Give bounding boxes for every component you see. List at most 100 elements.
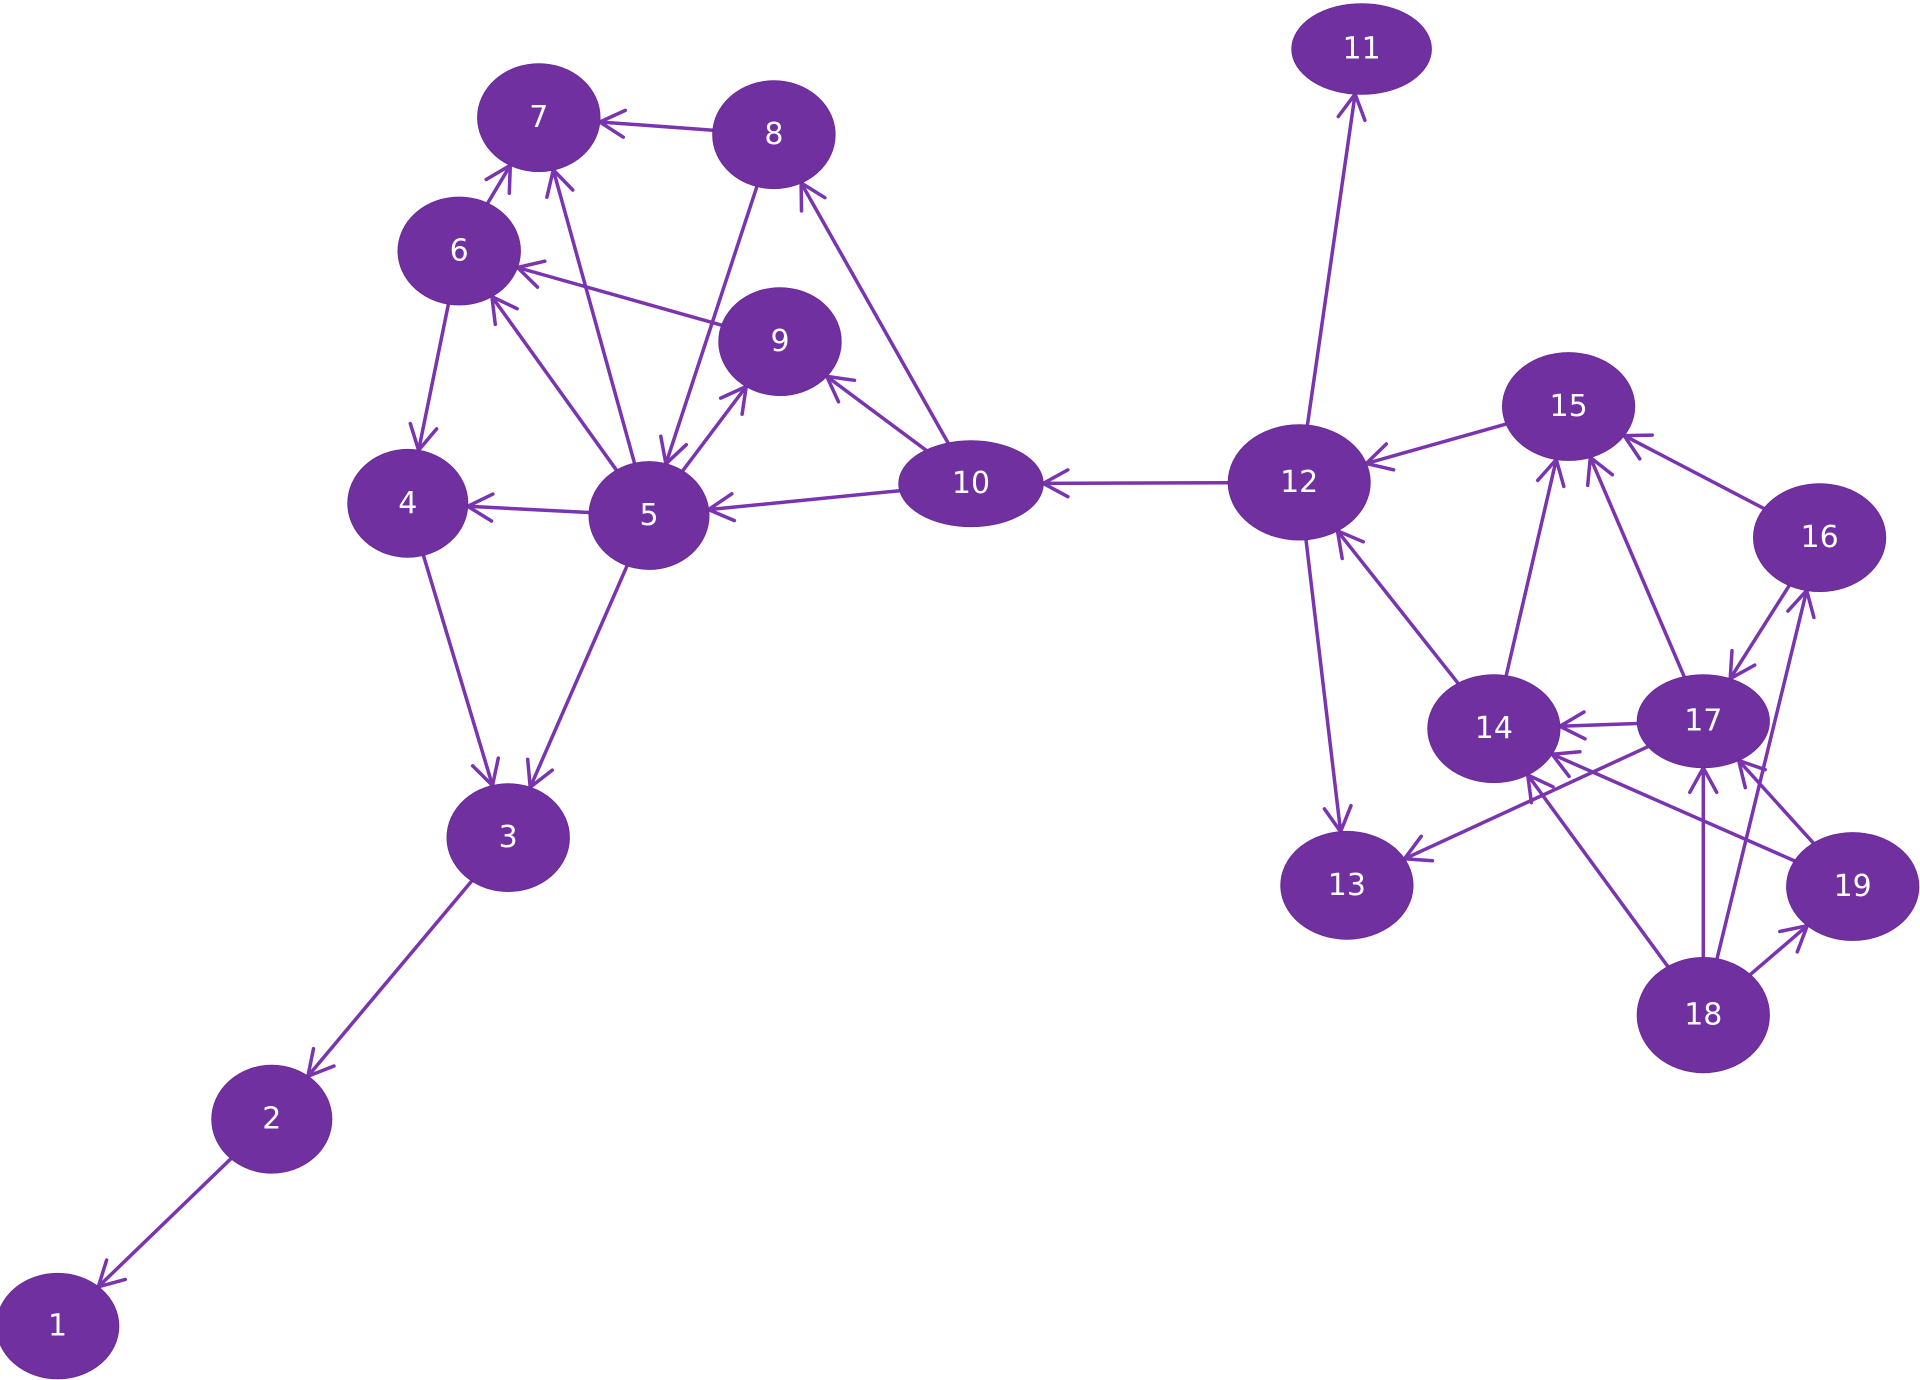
edge-6-to-7: [484, 163, 513, 206]
edge-line: [551, 168, 637, 465]
edge-line: [1525, 773, 1670, 969]
node-ellipse: [1636, 674, 1770, 769]
edge-12-to-13: [1304, 537, 1353, 834]
edge-line: [515, 265, 724, 327]
edge-line: [1402, 744, 1650, 861]
edge-10-to-9: [825, 374, 928, 452]
edge-line: [421, 553, 495, 788]
node-ellipse: [397, 196, 521, 306]
edge-line: [96, 1156, 233, 1289]
node-14: 14: [1427, 674, 1561, 783]
edges-layer: [96, 92, 1816, 1289]
edge-line: [1364, 422, 1508, 466]
node-13: 13: [1280, 830, 1414, 940]
edge-line: [1748, 923, 1809, 977]
node-ellipse: [446, 783, 570, 892]
edge-18-to-17: [1688, 766, 1719, 960]
node-2: 2: [211, 1064, 333, 1174]
edge-line: [416, 302, 451, 453]
edge-14-to-12: [1335, 529, 1460, 686]
edge-line: [465, 504, 591, 515]
node-label: 2: [262, 1102, 281, 1137]
edge-15-to-12: [1364, 422, 1508, 472]
node-label: 3: [499, 820, 518, 855]
edge-line: [1550, 752, 1797, 863]
node-ellipse: [1280, 830, 1414, 940]
node-15: 15: [1502, 352, 1636, 461]
node-ellipse: [1636, 957, 1770, 1074]
node-ellipse: [1291, 3, 1432, 95]
node-1: 1: [0, 1272, 120, 1380]
node-label: 15: [1550, 389, 1588, 424]
edge-line: [1588, 455, 1686, 679]
node-8: 8: [712, 80, 836, 190]
node-6: 6: [397, 196, 521, 306]
node-ellipse: [1427, 674, 1561, 783]
node-label: 8: [764, 117, 783, 152]
node-label: 1: [48, 1309, 67, 1344]
node-label: 6: [450, 234, 469, 269]
edge-3-to-2: [306, 879, 474, 1078]
edge-17-to-15: [1585, 455, 1686, 679]
node-ellipse: [0, 1272, 120, 1380]
node-label: 9: [770, 324, 789, 359]
edge-16-to-17: [1728, 583, 1792, 681]
node-ellipse: [347, 448, 469, 558]
node-19: 19: [1786, 832, 1920, 941]
node-18: 18: [1636, 957, 1770, 1074]
node-ellipse: [1753, 483, 1887, 592]
edge-line: [1305, 92, 1357, 428]
edge-line: [598, 120, 715, 132]
node-7: 7: [477, 63, 601, 172]
node-ellipse: [1227, 424, 1371, 541]
node-label: 17: [1684, 704, 1722, 739]
edge-6-to-4: [408, 302, 451, 453]
node-label: 4: [398, 486, 417, 521]
edge-18-to-19: [1748, 923, 1809, 977]
node-label: 13: [1328, 868, 1366, 903]
edge-line: [1558, 721, 1639, 729]
edge-14-to-15: [1504, 457, 1566, 678]
edge-18-to-14: [1525, 773, 1670, 969]
edge-line: [1736, 758, 1816, 845]
node-11: 11: [1291, 3, 1432, 95]
edge-5-to-7: [545, 168, 637, 465]
edge-line: [664, 184, 759, 466]
edge-line: [706, 488, 902, 512]
node-label: 18: [1684, 998, 1722, 1033]
node-label: 19: [1834, 869, 1872, 904]
node-ellipse: [588, 461, 710, 570]
edge-4-to-3: [421, 553, 501, 788]
node-label: 16: [1801, 520, 1839, 555]
edge-10-to-5: [706, 488, 902, 523]
edge-line: [680, 384, 748, 473]
edge-line: [1304, 537, 1343, 834]
edge-line: [1504, 457, 1559, 678]
node-label: 12: [1280, 465, 1318, 500]
node-5: 5: [588, 461, 710, 570]
node-ellipse: [718, 287, 842, 397]
node-4: 4: [347, 448, 469, 558]
edge-2-to-1: [96, 1156, 233, 1289]
node-label: 10: [952, 466, 990, 501]
edge-line: [490, 294, 619, 472]
node-12: 12: [1227, 424, 1371, 541]
edge-line: [528, 563, 629, 790]
node-label: 7: [529, 100, 548, 135]
node-label: 5: [639, 498, 658, 533]
edge-line: [1041, 480, 1230, 486]
edge-line: [1728, 583, 1792, 681]
node-ellipse: [477, 63, 601, 172]
edge-16-to-15: [1622, 433, 1766, 511]
edge-12-to-10: [1041, 468, 1230, 499]
edge-12-to-11: [1305, 92, 1367, 428]
edge-line: [306, 879, 474, 1078]
node-9: 9: [718, 287, 842, 397]
node-ellipse: [1502, 352, 1636, 461]
edge-line: [1715, 588, 1809, 961]
edge-17-to-14: [1558, 710, 1639, 741]
edge-8-to-7: [598, 108, 715, 139]
edge-5-to-9: [680, 384, 748, 473]
